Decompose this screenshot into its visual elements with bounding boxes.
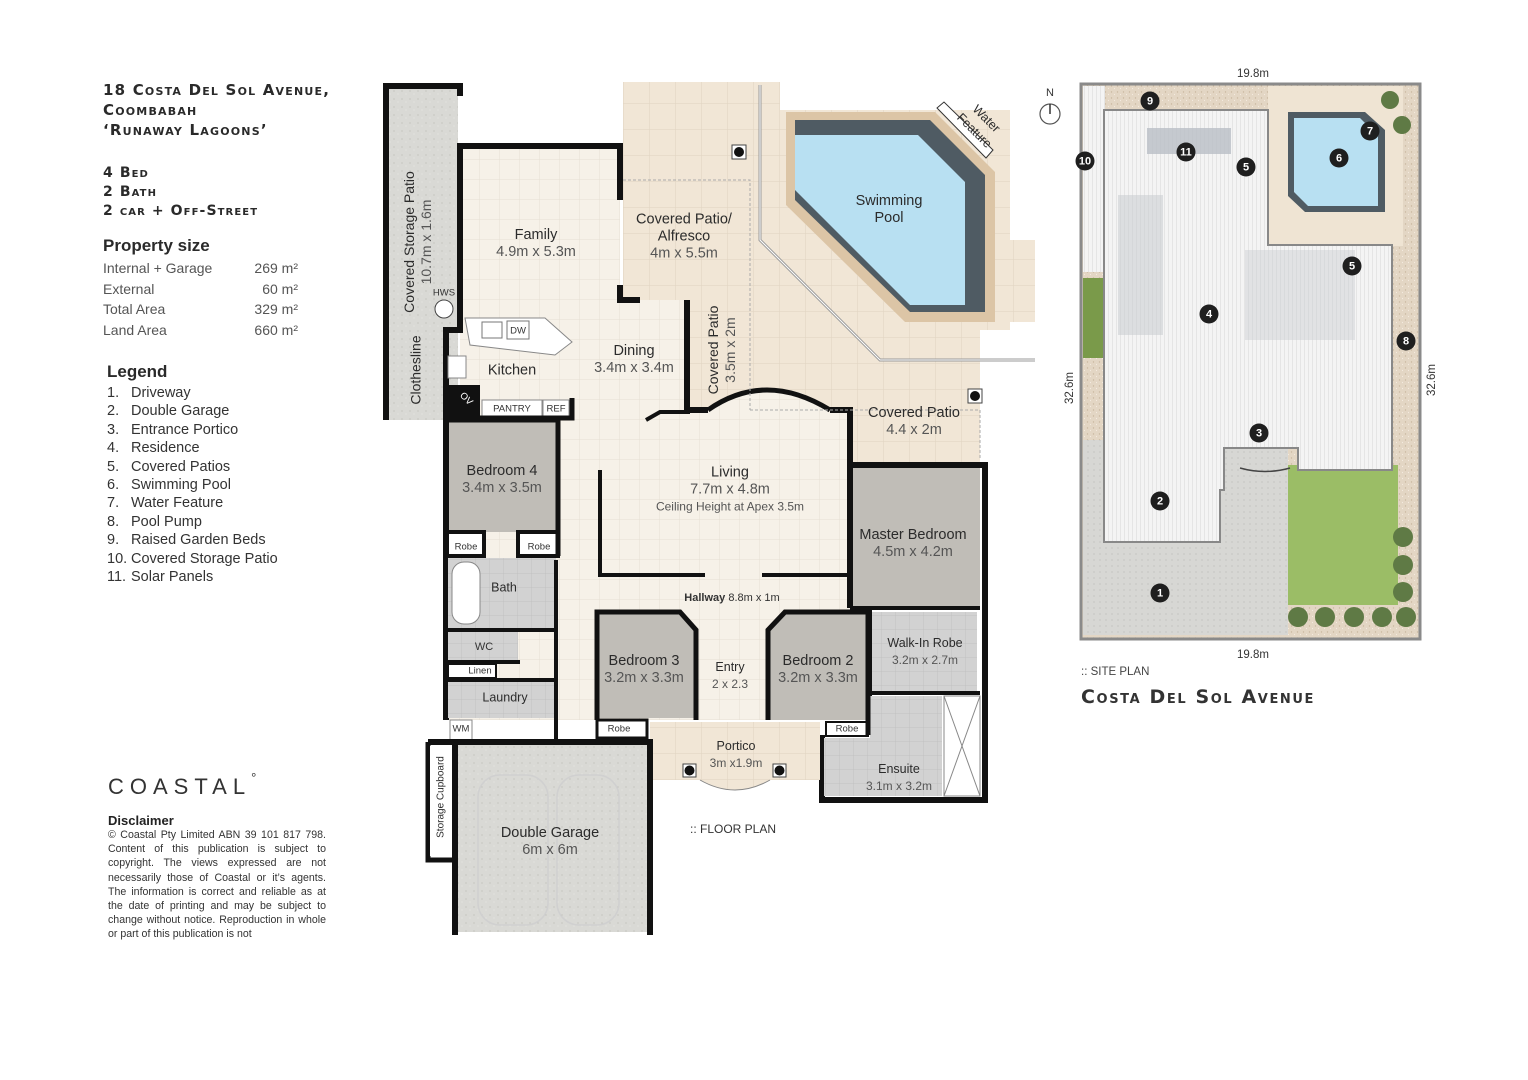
legend-item: 4. Residence (107, 439, 278, 457)
dimension-top: 19.8m (1237, 68, 1269, 80)
site-marker-2-garage: 2 (1150, 491, 1170, 511)
psize-value: 660 m² (254, 321, 298, 338)
legend-num: 5. (107, 458, 120, 475)
legend-num: 7. (107, 495, 120, 512)
site-marker-9-garden-beds: 9 (1140, 91, 1160, 111)
legend-item: 2. Double Garage (107, 402, 278, 420)
disclaimer-text: © Coastal Pty Limited ABN 39 101 817 798… (108, 829, 326, 941)
lawn (1288, 465, 1398, 605)
legend-item: 11.Solar Panels (107, 568, 278, 586)
legend-item: 3. Entrance Portico (107, 421, 278, 439)
logo-text: COASTAL (108, 774, 252, 799)
legend-num: 4. (107, 440, 120, 457)
site-marker-4-residence: 4 (1199, 304, 1219, 324)
psize-value: 60 m² (262, 280, 298, 297)
coastal-logo: COASTAL° (108, 770, 256, 800)
spec-car: 2 car + Off-Street (103, 203, 259, 219)
site-plan-caption: :: SITE PLAN (1081, 666, 1150, 678)
property-size-table: Internal + Garage 269 m² External 60 m² To… (103, 258, 298, 340)
legend-item: 9. Raised Garden Beds (107, 531, 278, 549)
site-marker-8-pool-pump: 8 (1396, 331, 1416, 351)
legend-title: Legend (107, 362, 168, 381)
site-marker-7-water-feature: 7 (1360, 121, 1380, 141)
property-specs: 4 Bed 2 Bath 2 car + Off-Street (103, 164, 258, 221)
site-marker-10-storage-patio: 10 (1075, 151, 1095, 171)
legend-num: 2. (107, 403, 120, 420)
legend-num: 11. (107, 569, 127, 586)
legend-num: 9. (107, 532, 120, 549)
psize-label: External (103, 280, 155, 297)
legend-label: Covered Patios (131, 458, 231, 475)
site-marker-5-patio: 5 (1236, 157, 1256, 177)
logo-mark: ° (251, 770, 257, 785)
legend-label: Driveway (131, 385, 191, 401)
legend-label: Raised Garden Beds (131, 532, 266, 549)
house-roof (1103, 109, 1393, 543)
legend-label: Residence (131, 440, 200, 457)
property-address: 18 Costa Del Sol Avenue, Coombabah ‘Runa… (103, 80, 330, 140)
legend-item: 7. Water Feature (107, 494, 278, 512)
psize-label: Internal + Garage (103, 260, 213, 277)
dimension-left: 32.6m (1064, 372, 1076, 404)
legend-label: Double Garage (131, 403, 230, 420)
site-marker-3-portico: 3 (1249, 423, 1269, 443)
legend-num: 3. (107, 421, 120, 438)
legend-num: 6. (107, 477, 120, 494)
site-marker-11-solar: 11 (1176, 142, 1196, 162)
legend-label: Entrance Portico (131, 421, 239, 438)
site-marker-1-driveway: 1 (1150, 583, 1170, 603)
dimension-right: 32.6m (1426, 364, 1438, 396)
legend-item: 6. Swimming Pool (107, 476, 278, 494)
legend-label: Swimming Pool (131, 477, 231, 494)
legend-num: 10. (107, 550, 128, 567)
legend-num: 1. (107, 385, 120, 401)
legend-item: 5. Covered Patios (107, 458, 278, 476)
site-marker-6-pool: 6 (1329, 148, 1349, 168)
legend-label: Solar Panels (131, 569, 214, 586)
legend-item: 1. Driveway (107, 384, 278, 402)
psize-label: Total Area (103, 301, 166, 318)
spec-bed: 4 Bed (103, 165, 149, 181)
legend-label: Water Feature (131, 495, 224, 512)
psize-row-internal: Internal + Garage 269 m² (103, 258, 298, 279)
north-label: N (1046, 87, 1054, 99)
psize-row-land: Land Area 660 m² (103, 320, 298, 341)
legend-item: 10.Covered Storage Patio (107, 550, 278, 568)
legend-label: Covered Storage Patio (131, 550, 278, 567)
psize-label: Land Area (103, 321, 167, 338)
address-line-3: ‘Runaway Lagoons’ (103, 121, 268, 139)
legend-label: Pool Pump (131, 513, 202, 530)
site-plan-street-title: Costa Del Sol Avenue (1081, 686, 1316, 708)
address-line-1: 18 Costa Del Sol Avenue, (103, 81, 331, 99)
psize-row-total: Total Area 329 m² (103, 299, 298, 320)
legend-list: 1. Driveway 2. Double Garage 3. Entrance Po… (107, 384, 278, 586)
legend-num: 8. (107, 513, 120, 530)
disclaimer-title: Disclaimer (108, 813, 174, 828)
psize-value: 269 m² (254, 260, 298, 277)
psize-value: 329 m² (254, 301, 298, 318)
psize-row-external: External 60 m² (103, 279, 298, 300)
spec-bath: 2 Bath (103, 184, 158, 200)
dimension-bottom: 19.8m (1237, 649, 1269, 661)
floor-plan-caption: :: FLOOR PLAN (690, 822, 777, 836)
property-size-title: Property size (103, 236, 210, 255)
legend-item: 8. Pool Pump (107, 513, 278, 531)
address-line-2: Coombabah (103, 101, 198, 119)
site-marker-5-patio: 5 (1342, 256, 1362, 276)
